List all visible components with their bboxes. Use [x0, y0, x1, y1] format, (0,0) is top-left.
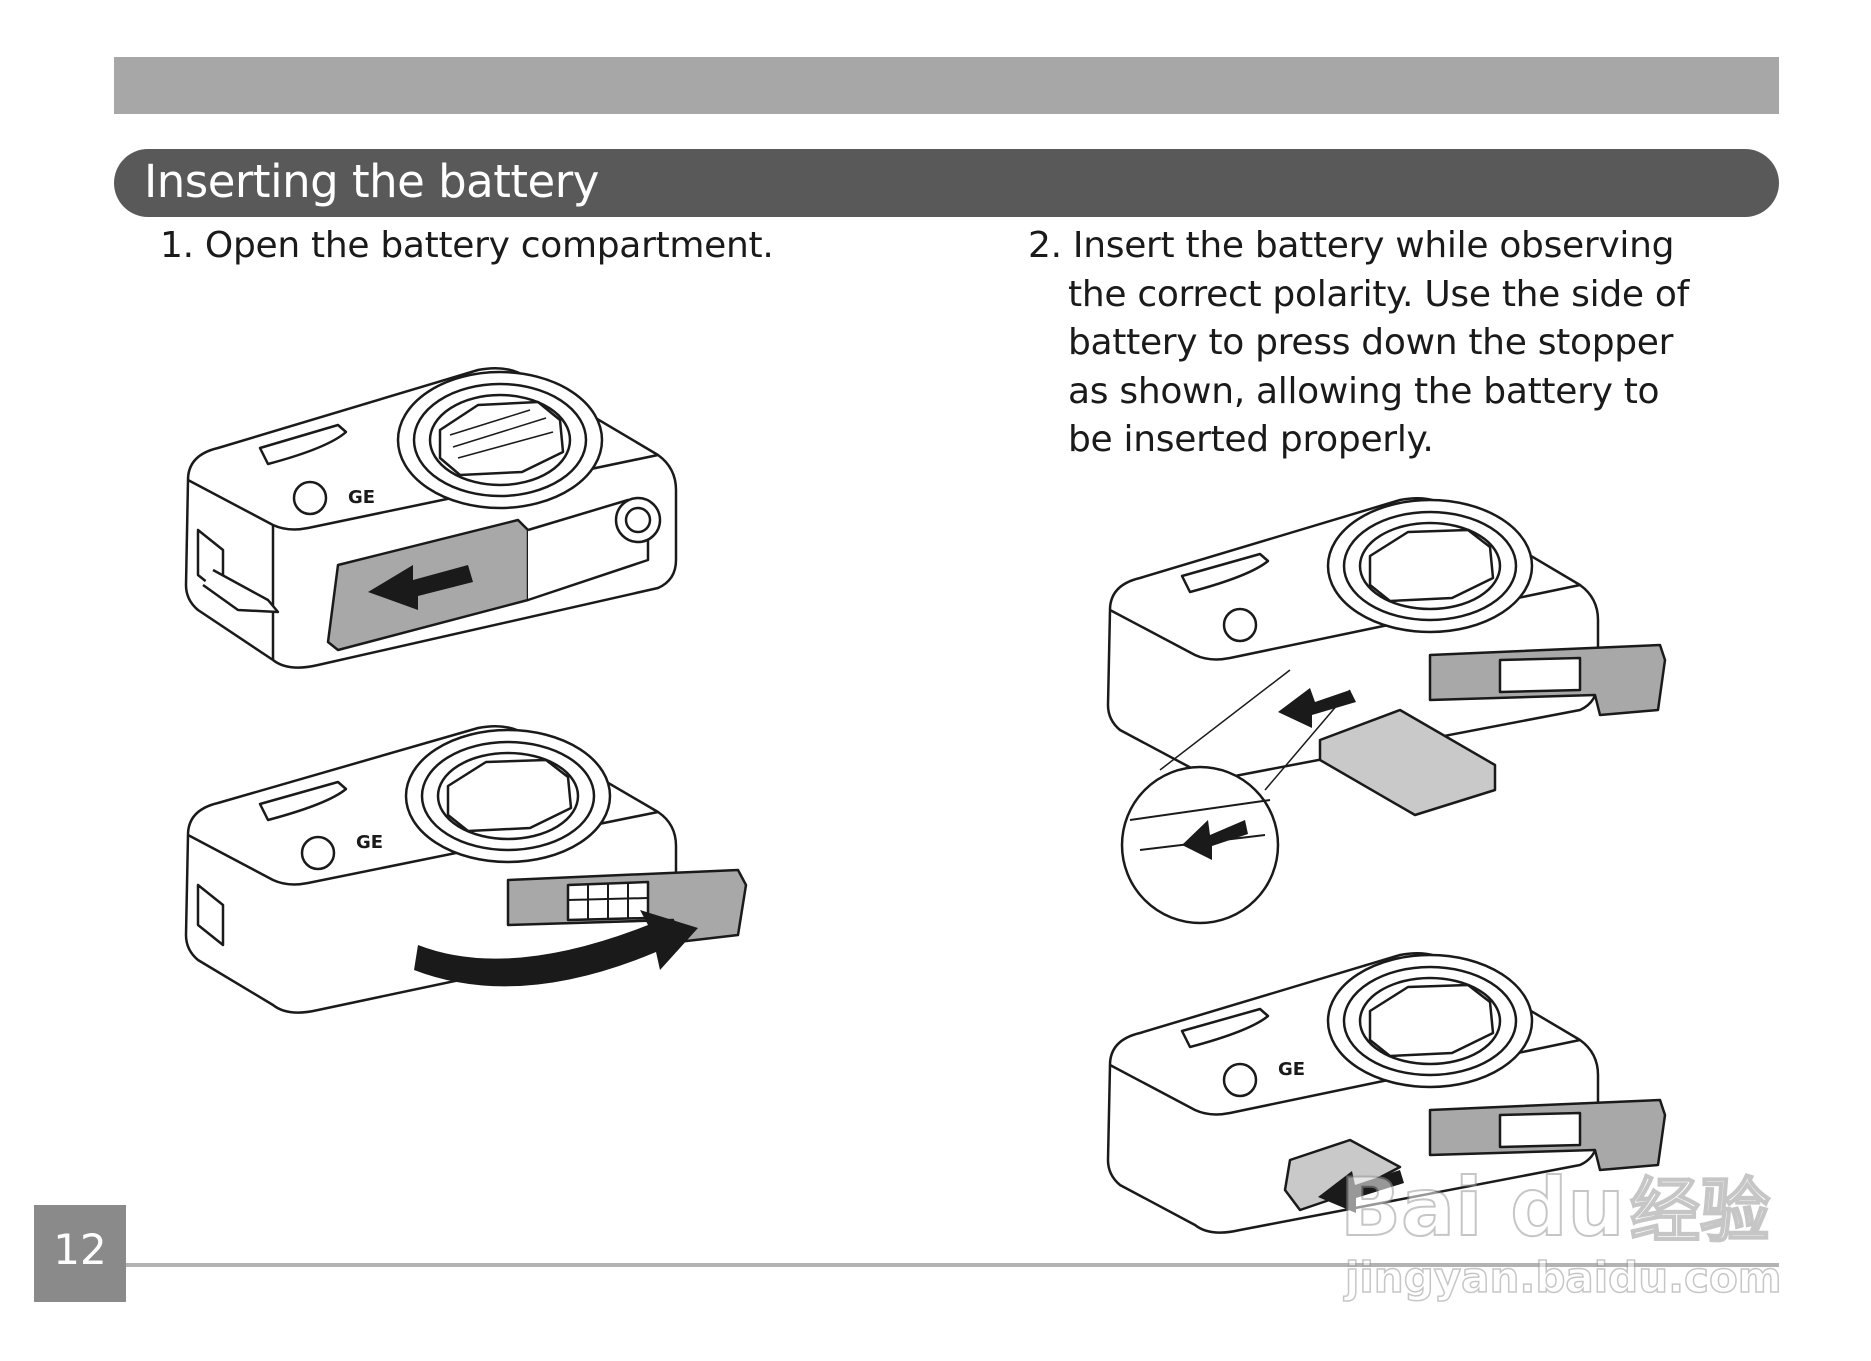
section-title-bar: Inserting the battery	[114, 149, 1779, 217]
camera-brand-label-4: GE	[1278, 1059, 1305, 1080]
step-1-text: Open the battery compartment.	[204, 225, 774, 266]
step-2-line-2: the correct polarity. Use the side of	[1068, 273, 1689, 315]
battery-inserted-illustration: GE	[1106, 952, 1667, 1234]
camera-brand-label-2: GE	[356, 832, 383, 853]
battery-insert-illustration	[1106, 497, 1667, 925]
camera-open-slide-illustration: GE	[184, 367, 678, 669]
svg-text:Bai du: Bai du	[1340, 1161, 1624, 1254]
footer-rule	[126, 1263, 1779, 1267]
page-number: 12	[53, 1225, 107, 1274]
step-2-line-3: battery to press down the stopper	[1068, 322, 1674, 363]
watermark-url: jingyan.baidu.com	[1343, 1253, 1782, 1302]
step-2-line-4: as shown, allowing the battery to	[1068, 370, 1660, 412]
camera-brand-label-1: GE	[348, 487, 375, 508]
section-title: Inserting the battery	[144, 155, 599, 208]
step-2-number: 2.	[1028, 225, 1062, 266]
step-2: 2. Insert the battery while observing th…	[1028, 222, 1689, 465]
page-number-box: 12	[34, 1205, 126, 1302]
step-2-line-1: 2. Insert the battery while observing	[1028, 222, 1689, 271]
svg-text:经验: 经验	[1630, 1170, 1770, 1252]
baidu-watermark-logo: Bai du 经验 jingyan.baidu.com	[1340, 1160, 1782, 1303]
camera-door-open-illustration: GE	[184, 725, 748, 1014]
step-1-number: 1.	[160, 225, 194, 266]
step-1: 1. Open the battery compartment.	[160, 222, 774, 271]
top-header-bar	[114, 57, 1779, 114]
step-2-line-1-text: Insert the battery while observing	[1072, 225, 1675, 266]
step-2-line-5: be inserted properly.	[1068, 419, 1434, 460]
